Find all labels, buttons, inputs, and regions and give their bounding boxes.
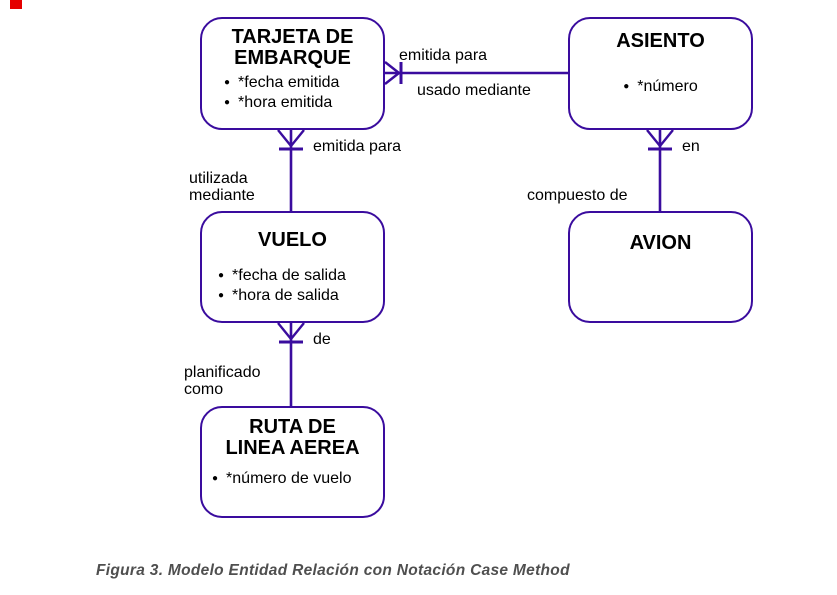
label-line: como: [184, 381, 224, 398]
relationship-label-compuesto-de: compuesto de: [527, 187, 628, 204]
entity-title: RUTA DE LINEA AEREA: [202, 417, 383, 459]
crow-foot-icon: [646, 129, 674, 147]
figure-caption: Figura 3. Modelo Entidad Relación con No…: [96, 562, 570, 579]
entity-title-line: RUTA DE: [249, 416, 336, 438]
relationship-label-usado-mediante: usado mediante: [417, 82, 531, 99]
attribute-label: *número: [637, 78, 698, 95]
attribute-label: *número de vuelo: [226, 470, 352, 487]
label-line: utilizada: [189, 170, 248, 187]
entity-title-line: ASIENTO: [616, 30, 705, 52]
attribute-label: *hora de salida: [232, 287, 339, 304]
relationship-label-en: en: [682, 138, 700, 155]
bullet-icon: ●: [218, 290, 225, 301]
attribute-list: ● *número: [570, 77, 751, 97]
relationship-label-de: de: [313, 331, 331, 348]
bullet-icon: ●: [224, 97, 231, 108]
crow-foot-icon: [277, 322, 305, 340]
attribute-row: ● *hora emitida: [224, 93, 383, 113]
entity-title-line: AVION: [629, 232, 692, 254]
entity-title: TARJETA DE EMBARQUE: [202, 27, 383, 69]
attribute-list: ● *número de vuelo: [202, 469, 383, 489]
bullet-icon: ●: [623, 81, 630, 92]
relationship-label-planificado-como: planificado como: [184, 364, 261, 398]
attribute-label: *hora emitida: [238, 94, 333, 111]
entity-title-line: EMBARQUE: [234, 47, 351, 69]
attribute-row: ● *fecha de salida: [218, 266, 383, 286]
entity-vuelo: VUELO ● *fecha de salida ● *hora de sali…: [200, 211, 385, 323]
label-line: planificado: [184, 364, 261, 381]
entity-title: AVION: [570, 233, 751, 254]
red-square-marker-icon: [10, 0, 22, 9]
label-line: mediante: [189, 187, 255, 204]
relationship-label-utilizada-mediante: utilizada mediante: [189, 170, 255, 204]
bullet-icon: ●: [218, 270, 225, 281]
crow-foot-icon: [384, 61, 400, 85]
attribute-row: ● *número: [570, 77, 751, 97]
entity-title: ASIENTO: [570, 31, 751, 52]
entity-avion: AVION: [568, 211, 753, 323]
relationship-label-emitida-para: emitida para: [313, 138, 402, 155]
entity-asiento: ASIENTO ● *número: [568, 17, 753, 130]
entity-ruta-de-linea-aerea: RUTA DE LINEA AEREA ● *número de vuelo: [200, 406, 385, 518]
attribute-row: ● *fecha emitida: [224, 73, 383, 93]
entity-title-line: TARJETA DE: [231, 26, 354, 48]
bullet-icon: ●: [212, 473, 219, 484]
attribute-list: ● *fecha de salida ● *hora de salida: [202, 266, 383, 306]
entity-title-line: VUELO: [258, 229, 327, 251]
attribute-row: ● *hora de salida: [218, 286, 383, 306]
attribute-row: ● *número de vuelo: [212, 469, 383, 489]
attribute-list: ● *fecha emitida ● *hora emitida: [202, 73, 383, 113]
relationship-label-emitida-para: emitida para: [399, 47, 488, 64]
entity-title-line: LINEA AEREA: [225, 437, 360, 459]
entity-tarjeta-de-embarque: TARJETA DE EMBARQUE ● *fecha emitida ● *…: [200, 17, 385, 130]
crow-foot-icon: [277, 129, 305, 147]
entity-title: VUELO: [202, 230, 383, 251]
attribute-label: *fecha emitida: [238, 74, 340, 91]
bullet-icon: ●: [224, 77, 231, 88]
attribute-label: *fecha de salida: [232, 267, 346, 284]
